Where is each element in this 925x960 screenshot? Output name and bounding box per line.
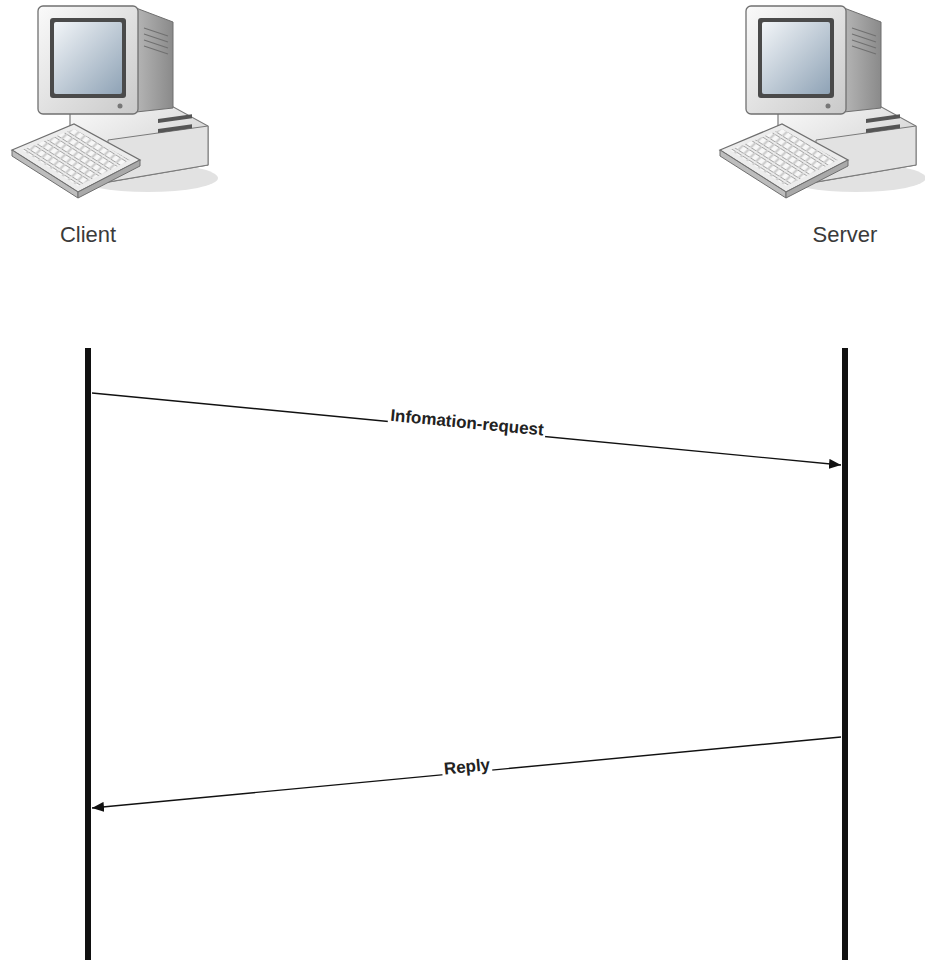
endpoint-label: Client bbox=[52, 222, 125, 248]
lifeline bbox=[842, 348, 848, 960]
endpoint-node: Client bbox=[52, 222, 125, 960]
endpoint-label: Server bbox=[805, 222, 886, 248]
message-label: Infomation-request bbox=[387, 406, 546, 441]
server-computer bbox=[720, 6, 925, 198]
client-computer bbox=[12, 6, 218, 198]
message-arrow bbox=[92, 737, 841, 808]
message-label: Reply bbox=[441, 754, 493, 778]
endpoint-node: Server bbox=[805, 222, 886, 960]
message-arrow bbox=[92, 393, 841, 465]
lifeline bbox=[85, 348, 91, 960]
